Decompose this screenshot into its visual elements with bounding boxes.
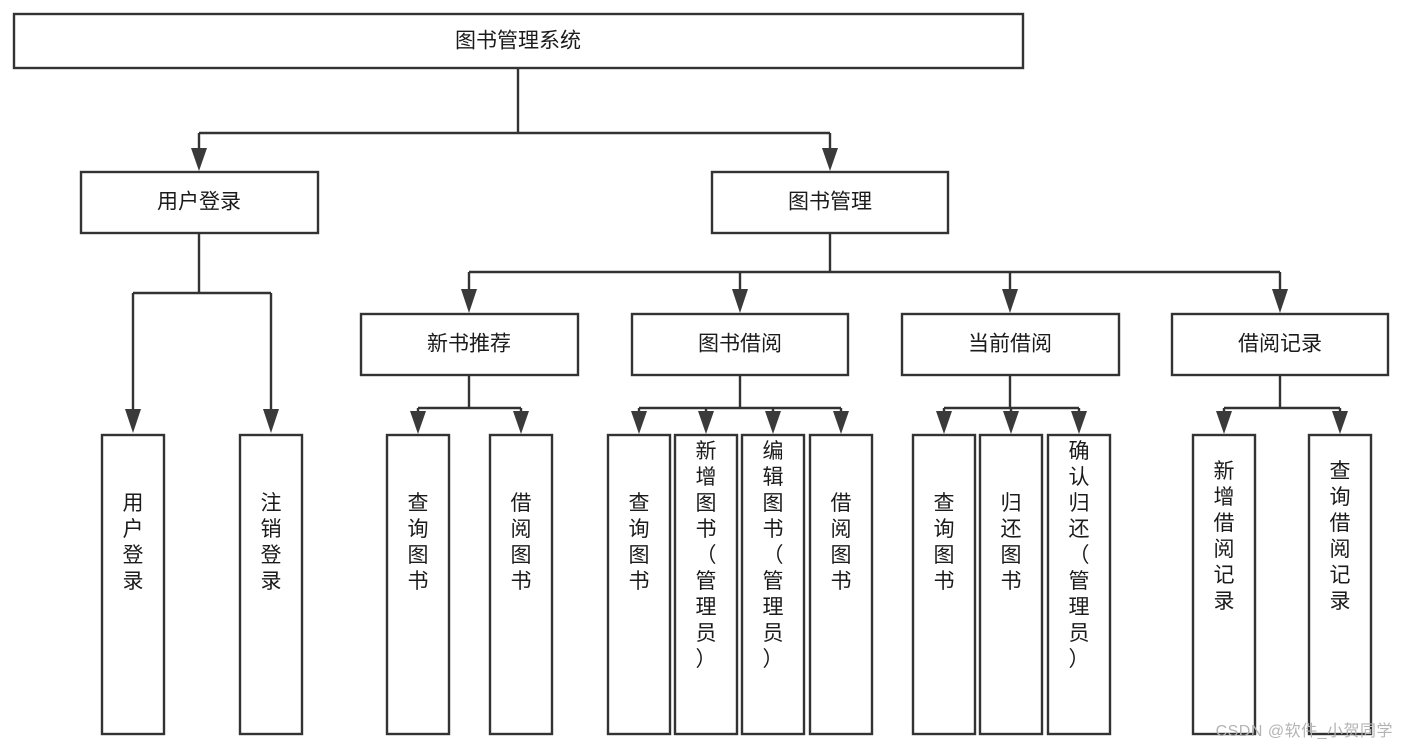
leaf-borrow-book-2[interactable]: 借阅图书 — [808, 433, 874, 736]
arrow-head-icon — [631, 411, 647, 434]
leaf-user-login-box[interactable] — [100, 433, 166, 736]
leaf-confirm-return-admin-box[interactable] — [1046, 433, 1112, 736]
leaf-edit-book-admin-box[interactable] — [740, 433, 806, 736]
leaf-borrow-book-1-box[interactable] — [488, 433, 554, 736]
leaf-logout-box[interactable] — [238, 433, 304, 736]
node-book-borrow-box[interactable] — [630, 312, 850, 377]
node-user-login-label: 用户登录 — [157, 191, 241, 214]
connector-group-borrow-record — [1216, 375, 1348, 434]
leaf-confirm-return-admin-label: 确认归还（管理员） — [1069, 440, 1090, 671]
node-book-manage[interactable]: 图书管理 — [710, 170, 950, 235]
node-borrow-record-box[interactable] — [1170, 312, 1390, 377]
node-user-login[interactable]: 用户登录 — [79, 170, 320, 235]
node-book-manage-label: 图书管理 — [788, 191, 872, 214]
arrow-head-icon — [732, 289, 748, 313]
leaf-edit-book-admin[interactable]: 编辑图书（管理员） — [740, 433, 806, 736]
connector-group-user-login — [125, 233, 279, 433]
connector-group-root — [191, 68, 838, 171]
leaf-user-login-label: 用户登录 — [123, 492, 144, 593]
arrow-head-icon — [822, 148, 838, 171]
leaf-query-book-2-label: 查询图书 — [629, 492, 650, 593]
arrow-head-icon — [410, 411, 426, 434]
arrow-head-icon — [461, 289, 477, 313]
arrow-head-icon — [765, 411, 781, 434]
arrow-head-icon — [698, 411, 714, 434]
leaf-borrow-book-1-label: 借阅图书 — [511, 492, 532, 593]
leaf-query-book-1-label: 查询图书 — [408, 492, 429, 593]
arrow-head-icon — [1272, 289, 1288, 313]
node-root[interactable]: 图书管理系统 — [12, 12, 1025, 70]
csdn-watermark: CSDN @软件_小贺同学 — [1215, 723, 1393, 740]
leaf-add-borrow-record-box[interactable] — [1191, 433, 1257, 736]
leaf-return-book[interactable]: 归还图书 — [978, 433, 1044, 736]
leaf-edit-book-admin-label: 编辑图书（管理员） — [763, 440, 784, 671]
leaf-add-book-admin[interactable]: 新增图书（管理员） — [673, 433, 739, 736]
leaf-confirm-return-admin[interactable]: 确认归还（管理员） — [1046, 433, 1112, 736]
arrow-head-icon — [1002, 289, 1018, 313]
arrow-head-icon — [833, 411, 849, 434]
arrow-head-icon — [513, 411, 529, 434]
leaf-add-borrow-record[interactable]: 新增借阅记录 — [1191, 433, 1257, 736]
arrow-head-icon — [125, 409, 141, 433]
node-borrow-record[interactable]: 借阅记录 — [1170, 312, 1390, 377]
node-current-borrow[interactable]: 当前借阅 — [900, 312, 1121, 377]
arrow-head-icon — [1332, 411, 1348, 434]
arrow-head-icon — [191, 148, 207, 171]
leaf-user-login[interactable]: 用户登录 — [100, 433, 166, 736]
node-current-borrow-label: 当前借阅 — [968, 333, 1052, 356]
arrow-head-icon — [1216, 411, 1232, 434]
node-borrow-record-label: 借阅记录 — [1238, 333, 1322, 356]
node-book-borrow[interactable]: 图书借阅 — [630, 312, 850, 377]
arrow-head-icon — [936, 411, 952, 434]
node-book-manage-box[interactable] — [710, 170, 950, 235]
leaf-query-borrow-record-box[interactable] — [1307, 433, 1373, 736]
connector-group-current-borrow — [936, 375, 1087, 434]
node-user-login-box[interactable] — [79, 170, 320, 235]
arrow-head-icon — [1071, 411, 1087, 434]
node-new-book-recommend[interactable]: 新书推荐 — [359, 312, 580, 377]
leaf-logout[interactable]: 注销登录 — [238, 433, 304, 736]
leaf-query-borrow-record[interactable]: 查询借阅记录 — [1307, 433, 1373, 736]
leaf-query-book-3-label: 查询图书 — [934, 492, 955, 593]
leaf-query-borrow-record-label: 查询借阅记录 — [1330, 460, 1351, 613]
node-root-box[interactable] — [12, 12, 1025, 70]
connector-group-new-book — [410, 375, 529, 434]
leaf-borrow-book-2-box[interactable] — [808, 433, 874, 736]
connector-group-book-manage — [461, 233, 1288, 313]
leaf-borrow-book-2-label: 借阅图书 — [831, 492, 852, 593]
leaf-query-book-2-box[interactable] — [606, 433, 672, 736]
leaf-return-book-label: 归还图书 — [1001, 492, 1022, 593]
node-root-label: 图书管理系统 — [455, 30, 581, 53]
leaf-query-book-3-box[interactable] — [911, 433, 977, 736]
leaf-return-book-box[interactable] — [978, 433, 1044, 736]
leaf-query-book-3[interactable]: 查询图书 — [911, 433, 977, 736]
node-book-borrow-label: 图书借阅 — [698, 333, 782, 356]
arrow-head-icon — [263, 409, 279, 433]
leaf-query-book-1[interactable]: 查询图书 — [385, 433, 451, 736]
leaf-query-book-1-box[interactable] — [385, 433, 451, 736]
leaf-query-book-2[interactable]: 查询图书 — [606, 433, 672, 736]
leaf-add-borrow-record-label: 新增借阅记录 — [1214, 460, 1235, 613]
node-new-book-recommend-box[interactable] — [359, 312, 580, 377]
leaf-add-book-admin-box[interactable] — [673, 433, 739, 736]
leaf-borrow-book-1[interactable]: 借阅图书 — [488, 433, 554, 736]
arrow-head-icon — [1003, 411, 1019, 434]
node-current-borrow-box[interactable] — [900, 312, 1121, 377]
connector-group-book-borrow — [631, 375, 849, 434]
leaf-logout-label: 注销登录 — [261, 492, 282, 593]
node-new-book-recommend-label: 新书推荐 — [427, 333, 511, 356]
leaf-add-book-admin-label: 新增图书（管理员） — [696, 440, 717, 671]
